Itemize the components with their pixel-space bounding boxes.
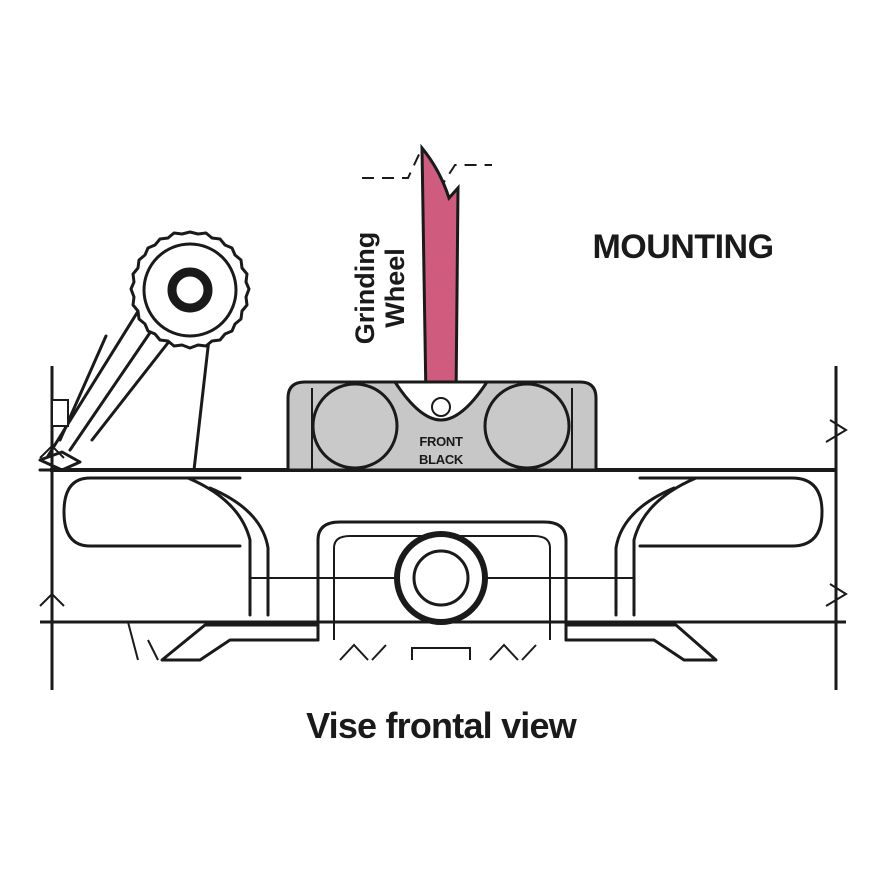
jaw-roller-left	[311, 382, 399, 470]
base-outer-curve	[186, 476, 698, 617]
grinding-wheel-label: Grinding Wheel	[350, 232, 410, 344]
grinding-wheel-label-line2: Wheel	[380, 248, 410, 328]
jaw-label-front: FRONT	[419, 434, 463, 449]
jaw-roller-right	[483, 382, 571, 470]
base-left-leg	[127, 621, 159, 661]
base-teeth	[339, 643, 537, 661]
vise-round-bars	[62, 476, 824, 548]
jaw-label-black: BLACK	[419, 452, 464, 467]
vise-jaw-block: FRONT BLACK	[286, 380, 598, 472]
round-bar-right	[638, 476, 824, 548]
center-hole-inner	[412, 549, 470, 607]
side-rail-left	[38, 468, 54, 622]
round-bar-left	[62, 476, 242, 548]
knurled-knob-hole	[167, 267, 213, 313]
grinding-contact-point	[431, 397, 451, 417]
base-foot-right	[564, 623, 718, 662]
grinding-wheel-body	[420, 143, 460, 409]
grinding-wheel-label-line1: Grinding	[350, 232, 380, 344]
break-line-left-bottom	[39, 592, 65, 607]
clamp-arm-tab	[51, 399, 69, 427]
break-line-right-bottom	[825, 583, 848, 607]
base-inner-curve	[208, 486, 676, 617]
diagram-caption: Vise frontal view	[306, 705, 578, 746]
clamp-arm-base	[38, 450, 82, 472]
base-center-block	[316, 520, 568, 642]
clamp-arm-assembly	[38, 230, 251, 472]
diagram-title: MOUNTING	[592, 228, 773, 266]
base-foot-left	[160, 623, 320, 662]
vise-base	[40, 476, 846, 662]
